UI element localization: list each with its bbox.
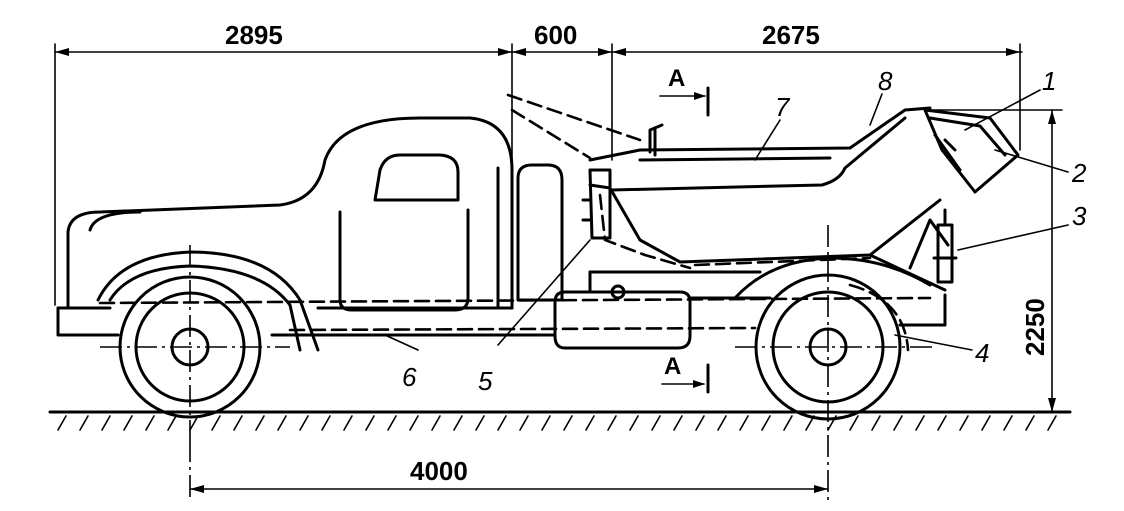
spare-wheel (516, 163, 564, 302)
section-mark-top: A (659, 65, 710, 117)
leader-lines (384, 89, 1069, 351)
front-wheel (118, 275, 262, 419)
callout-8: 8 (878, 66, 893, 96)
callout-1: 1 (1042, 66, 1056, 96)
dim-cab-length: 2895 (225, 20, 283, 50)
callout-5: 5 (478, 366, 493, 396)
rear-wheel (754, 273, 910, 421)
callout-2: 2 (1071, 158, 1087, 188)
truck-cab (66, 116, 514, 352)
dim-wheelbase: 4000 (410, 456, 468, 486)
chassis-frame (56, 293, 947, 337)
section-label-bottom: A (664, 353, 681, 380)
section-label-top: A (668, 65, 685, 92)
fuel-tank (553, 284, 692, 350)
dim-gap: 600 (534, 20, 577, 50)
callout-6: 6 (402, 362, 417, 392)
dim-height: 2250 (1020, 298, 1050, 356)
loading-mechanism (923, 108, 1020, 284)
dimension-lines (54, 43, 1063, 493)
callout-4: 4 (975, 338, 989, 368)
dim-body-length: 2675 (762, 20, 820, 50)
callout-3: 3 (1072, 201, 1087, 231)
ground (48, 410, 1072, 431)
section-mark-bottom: A (661, 353, 710, 394)
centerlines (100, 225, 935, 500)
callout-7: 7 (775, 92, 791, 122)
garbage-body (506, 93, 950, 292)
